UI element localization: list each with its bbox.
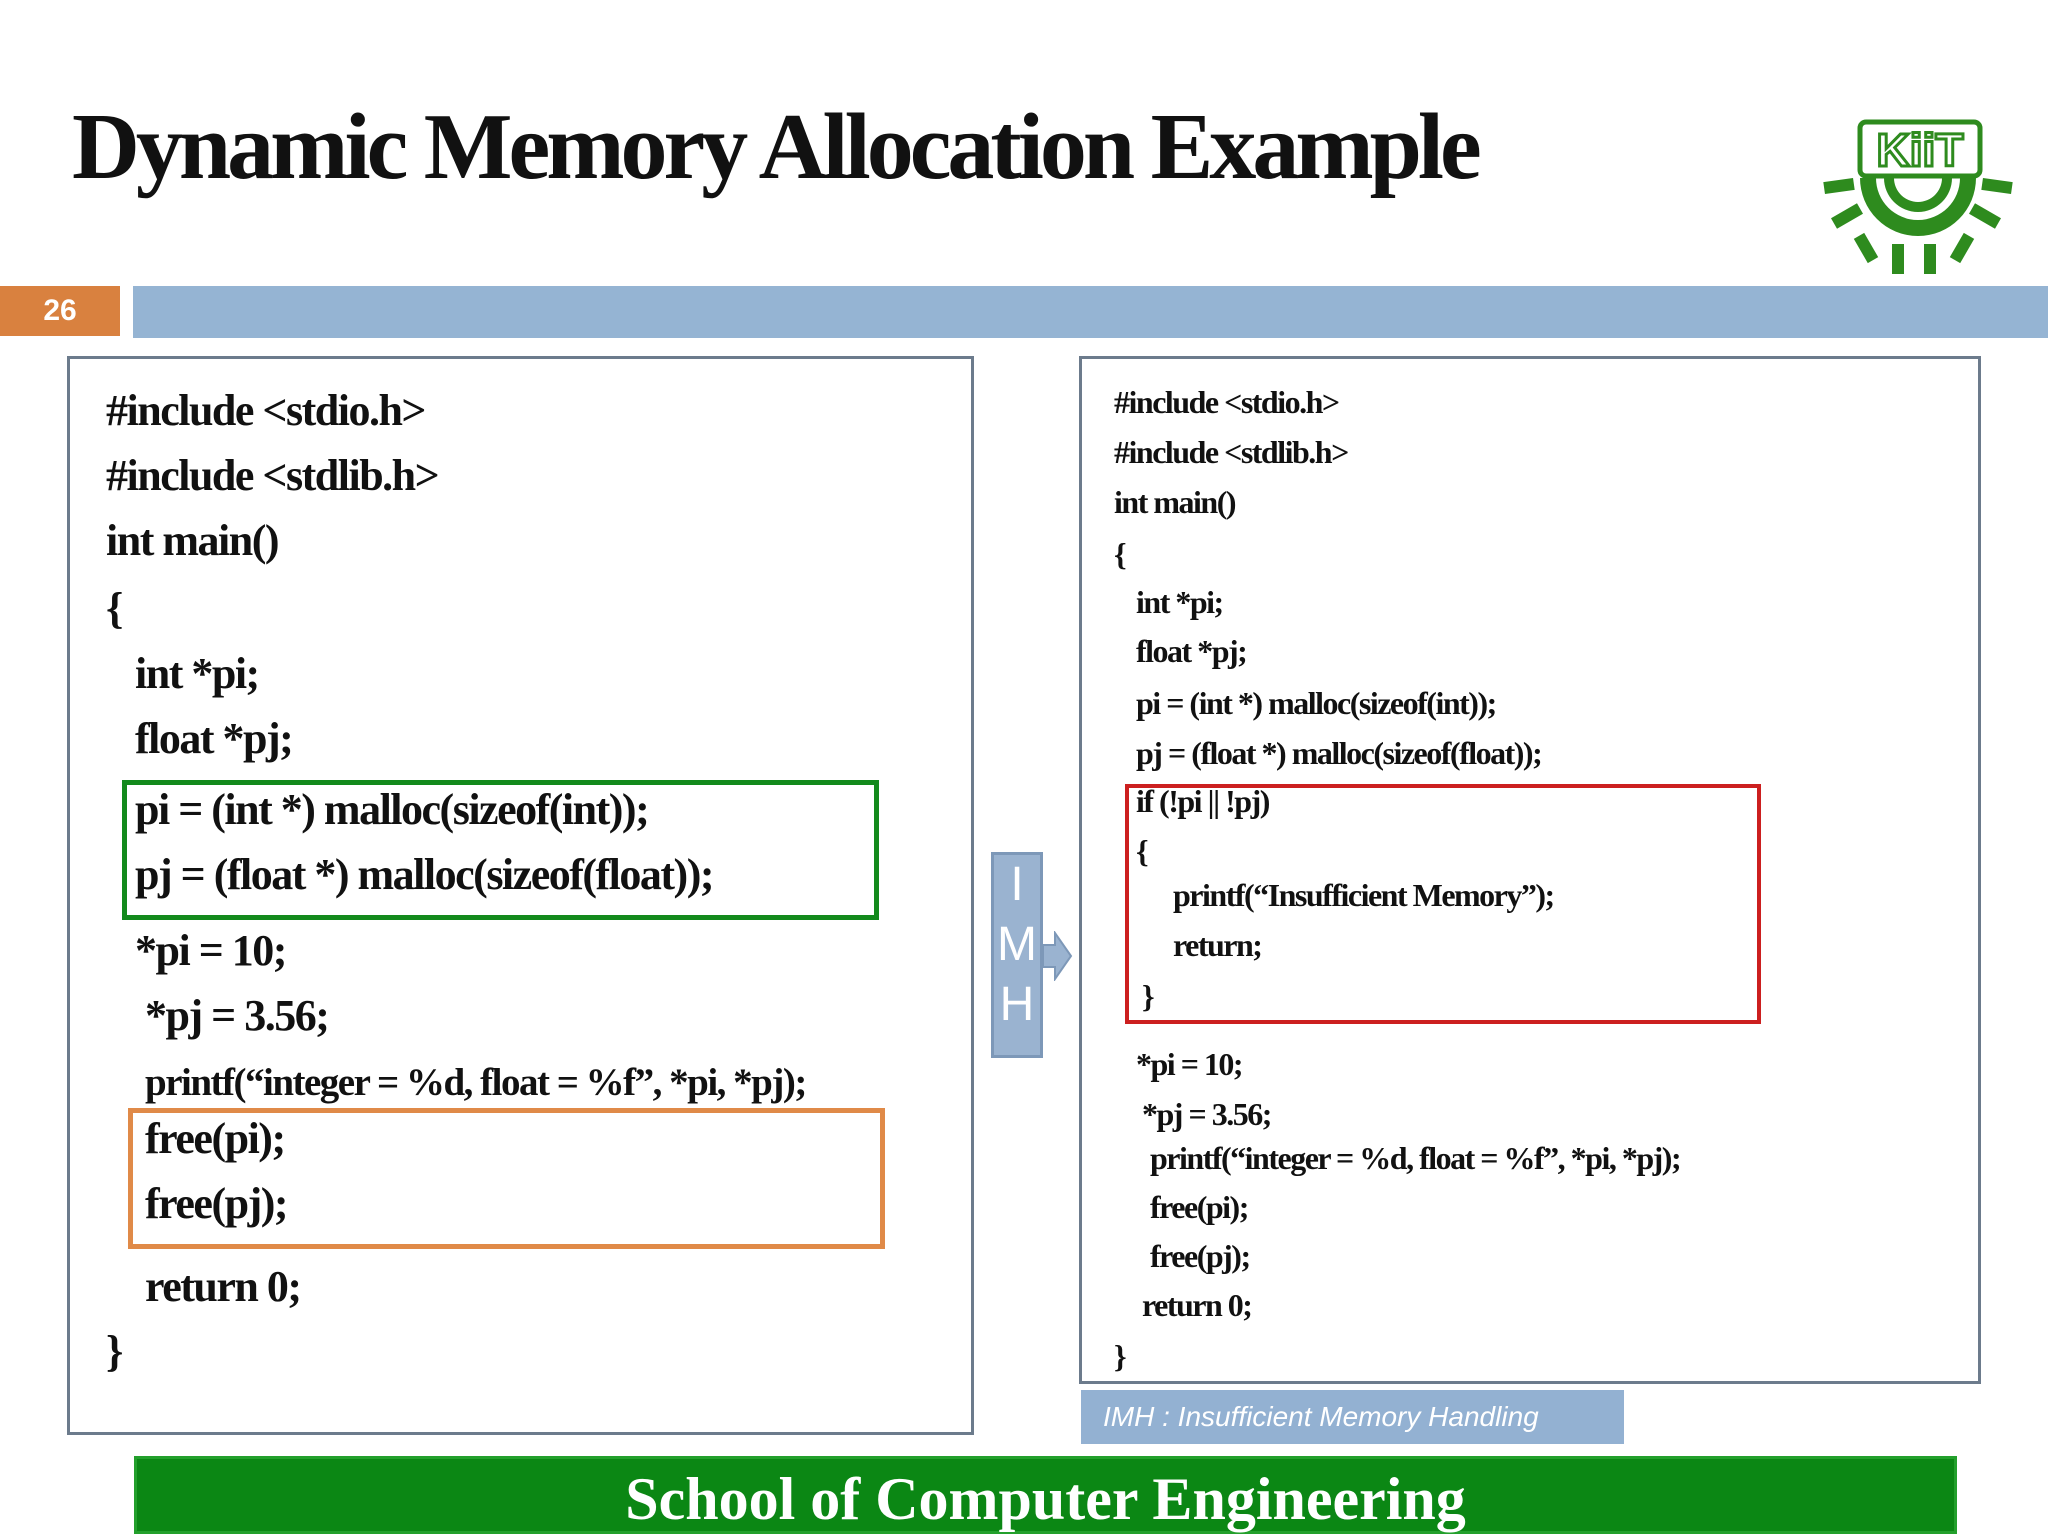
left-code-panel: [67, 356, 974, 1435]
code-line: printf(“integer = %d, float = %f”, *pi, …: [145, 1061, 807, 1104]
code-line: if (!pi || !pj): [1136, 783, 1270, 819]
code-line: {: [1136, 833, 1149, 869]
code-line: pi = (int *) malloc(sizeof(int));: [135, 785, 650, 834]
code-line: pj = (float *) malloc(sizeof(float));: [135, 850, 715, 899]
code-line: pi = (int *) malloc(sizeof(int));: [1136, 685, 1497, 721]
code-line: int *pi;: [135, 649, 260, 698]
slide-title: Dynamic Memory Allocation Example: [72, 95, 1482, 199]
code-line: *pi = 10;: [135, 926, 287, 975]
code-line: #include <stdlib.h>: [106, 451, 440, 500]
malloc-highlight-box: [122, 780, 879, 920]
code-line: return 0;: [145, 1262, 302, 1311]
error-check-highlight-box: [1125, 784, 1761, 1024]
code-line: free(pj);: [145, 1179, 289, 1228]
code-line: int main(): [106, 516, 280, 565]
slide-number: 26: [0, 286, 120, 336]
code-line: return 0;: [1142, 1287, 1253, 1323]
imh-letter: M: [997, 918, 1037, 971]
code-line: int main(): [1114, 484, 1237, 520]
code-line: free(pi);: [145, 1114, 286, 1163]
code-line: #include <stdio.h>: [106, 386, 427, 435]
code-line: #include <stdio.h>: [1114, 384, 1340, 420]
code-line: *pj = 3.56;: [1142, 1096, 1272, 1132]
header-accent-bar: [133, 286, 2048, 338]
right-arrow-icon: [1043, 931, 1073, 981]
imh-footnote: IMH : Insufficient Memory Handling: [1081, 1390, 1624, 1444]
imh-label-box: I M H: [991, 852, 1043, 1058]
imh-letter: I: [1010, 858, 1024, 911]
code-line: }: [106, 1327, 123, 1376]
logo-gear-teeth: [1823, 177, 2013, 274]
logo-text: KiiT: [1877, 124, 1964, 176]
kiit-logo: KiiT: [1823, 119, 2013, 274]
footer-banner: School of Computer Engineering: [134, 1456, 1957, 1534]
code-line: free(pj);: [1150, 1238, 1251, 1274]
imh-letter: H: [999, 978, 1035, 1031]
code-line: {: [1114, 536, 1127, 572]
code-line: *pj = 3.56;: [145, 991, 330, 1040]
code-line: free(pi);: [1150, 1189, 1249, 1225]
free-highlight-box: [128, 1108, 885, 1249]
code-line: float *pj;: [135, 714, 294, 763]
code-line: }: [1142, 978, 1155, 1014]
code-line: }: [1114, 1338, 1127, 1374]
code-line: return;: [1173, 927, 1263, 963]
code-line: printf(“integer = %d, float = %f”, *pi, …: [1150, 1140, 1682, 1176]
code-line: float *pj;: [1136, 633, 1248, 669]
right-code-panel: [1079, 356, 1981, 1384]
code-line: #include <stdlib.h>: [1114, 434, 1349, 470]
code-line: {: [106, 584, 123, 633]
code-line: pj = (float *) malloc(sizeof(float));: [1136, 735, 1543, 771]
code-line: printf(“Insufficient Memory”);: [1173, 877, 1555, 913]
code-line: *pi = 10;: [1136, 1046, 1244, 1082]
code-line: int *pi;: [1136, 584, 1224, 620]
